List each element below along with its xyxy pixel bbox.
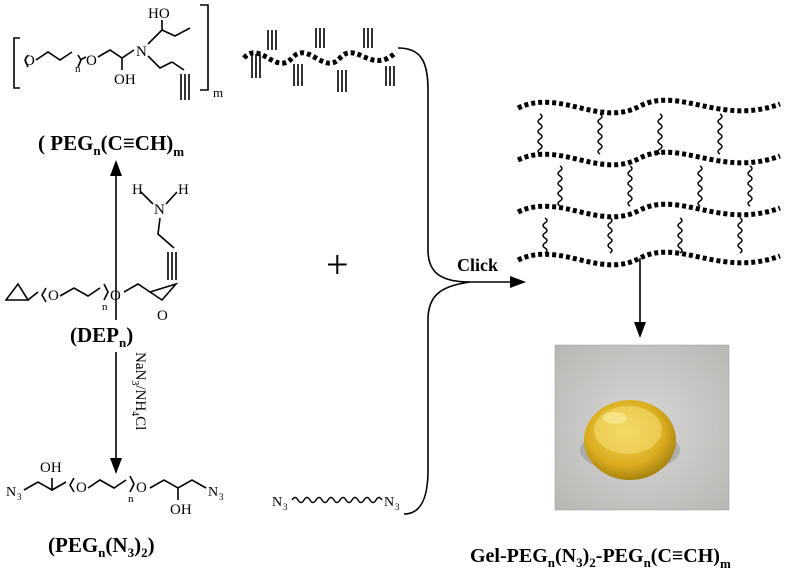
alkyne-polymer-label: ( PEGn(C≡CH)m — [38, 131, 184, 159]
svg-text:(PEGn(N3)2): (PEGn(N3)2) — [48, 533, 155, 560]
label-text: ) — [148, 533, 155, 557]
propargylamine-structure: H H N — [132, 182, 189, 280]
hydroxyl-label: OH — [114, 72, 136, 88]
dep-label: (DEPn) — [70, 323, 133, 350]
svg-text:Gel-PEGn(N3)2-PEGn(C≡CH)m: Gel-PEGn(N3)2-PEGn(C≡CH)m — [470, 545, 731, 571]
label-text: (C≡CH) — [651, 545, 720, 567]
hydrogen-atom: H — [178, 182, 189, 198]
label-sub: 2 — [589, 555, 596, 570]
click-label: Click — [457, 255, 498, 275]
azide-atom: N — [384, 495, 394, 510]
azide-polymer-structure: N 3 OH O n O OH N 3 — [6, 460, 224, 518]
nitrogen-atom: N — [136, 44, 147, 60]
crosslink-chain — [542, 217, 548, 254]
arrow-up — [110, 160, 122, 320]
gel-network — [516, 97, 781, 268]
svg-text:(DEPn): (DEPn) — [70, 323, 133, 350]
azide-sub: 3 — [283, 502, 288, 512]
azide-atom: N — [272, 495, 282, 510]
oxygen-atom: O — [48, 288, 59, 304]
label-sub: 3 — [129, 380, 140, 385]
label-text: (DEP — [70, 323, 119, 347]
label-sub: n — [93, 143, 101, 158]
crosslink-chain — [697, 165, 703, 207]
alkyne-polymer-structure: m O n O OH N HO — [13, 4, 223, 100]
oxygen-atom: O — [24, 53, 35, 69]
oxygen-atom: O — [76, 480, 87, 496]
azide-sub: 3 — [395, 502, 400, 512]
label-text: /NH — [132, 385, 148, 411]
azide-atom: N — [208, 485, 218, 500]
label-text: -PEG — [596, 545, 644, 567]
crosslink-chain — [737, 217, 743, 254]
plus-sign: + — [326, 242, 349, 287]
label-sub: 3 — [576, 555, 583, 570]
repeat-m: m — [213, 85, 223, 100]
gel-photo — [554, 344, 730, 511]
hydroxyl-label: HO — [148, 6, 170, 22]
repeat-n: n — [75, 63, 81, 75]
oxygen-atom: O — [157, 308, 168, 324]
label-sub: m — [720, 556, 731, 571]
label-text: Gel-PEG — [470, 545, 548, 567]
crosslink-chain — [657, 113, 663, 155]
repeat-n: n — [102, 301, 108, 313]
label-text: NaN — [132, 352, 148, 380]
svg-text:( PEGn(C≡CH)m: ( PEGn(C≡CH)m — [38, 131, 184, 159]
svg-text:NaN3/NH4Cl: NaN3/NH4Cl — [129, 352, 148, 430]
converging-arrow — [397, 47, 526, 515]
nitrogen-atom: N — [154, 202, 165, 218]
label-sub: n — [98, 545, 106, 560]
label-sub: 3 — [128, 545, 135, 560]
label-sub: n — [548, 555, 556, 570]
reagent-label: NaN3/NH4Cl — [129, 352, 148, 430]
label-text: ( PEG — [38, 131, 93, 155]
gel-top-surface — [594, 406, 662, 454]
crosslink-chain — [677, 217, 683, 254]
crosslink-chain — [537, 113, 543, 155]
dep-structure: O n O O — [4, 282, 179, 324]
gel-highlight — [603, 412, 627, 424]
label-text: ) — [134, 533, 141, 557]
gel-product-label: Gel-PEGn(N3)2-PEGn(C≡CH)m — [470, 545, 731, 571]
alkyne-chain-icon — [242, 28, 398, 92]
label-text: (PEG — [48, 533, 98, 557]
label-sub: 2 — [141, 545, 148, 560]
azide-sub: 3 — [219, 492, 224, 502]
label-sub: m — [173, 144, 184, 159]
crosslink-chain — [597, 113, 603, 155]
label-text: (N — [105, 533, 127, 557]
hydroxyl-label: OH — [170, 502, 192, 518]
label-sub: n — [644, 555, 652, 570]
oxygen-atom: O — [110, 288, 121, 304]
crosslink-chain — [747, 165, 753, 207]
repeat-n: n — [128, 493, 134, 505]
azide-atom: N — [6, 485, 16, 500]
label-text: (C≡CH) — [101, 131, 174, 155]
crosslink-chain — [717, 113, 723, 155]
oxygen-atom: O — [86, 53, 97, 69]
label-text: ) — [126, 323, 133, 347]
crosslink-chain — [627, 165, 633, 207]
label-text: ) — [583, 545, 590, 567]
crosslink-chain — [607, 217, 613, 254]
azide-chain-icon: N 3 N 3 — [272, 495, 400, 512]
azide-sub: 3 — [17, 492, 22, 502]
label-sub: 4 — [129, 411, 140, 416]
label-sub: n — [119, 335, 127, 350]
azide-polymer-label: (PEGn(N3)2) — [48, 533, 155, 560]
crosslink-chain — [557, 165, 563, 207]
hydroxyl-label: OH — [40, 460, 62, 476]
hydrogen-atom: H — [132, 182, 143, 198]
oxygen-atom: O — [136, 480, 147, 496]
arrow-to-photo — [634, 258, 646, 338]
label-text: (N — [555, 545, 577, 567]
label-text: Cl — [132, 416, 148, 430]
arrow-down — [110, 352, 122, 474]
